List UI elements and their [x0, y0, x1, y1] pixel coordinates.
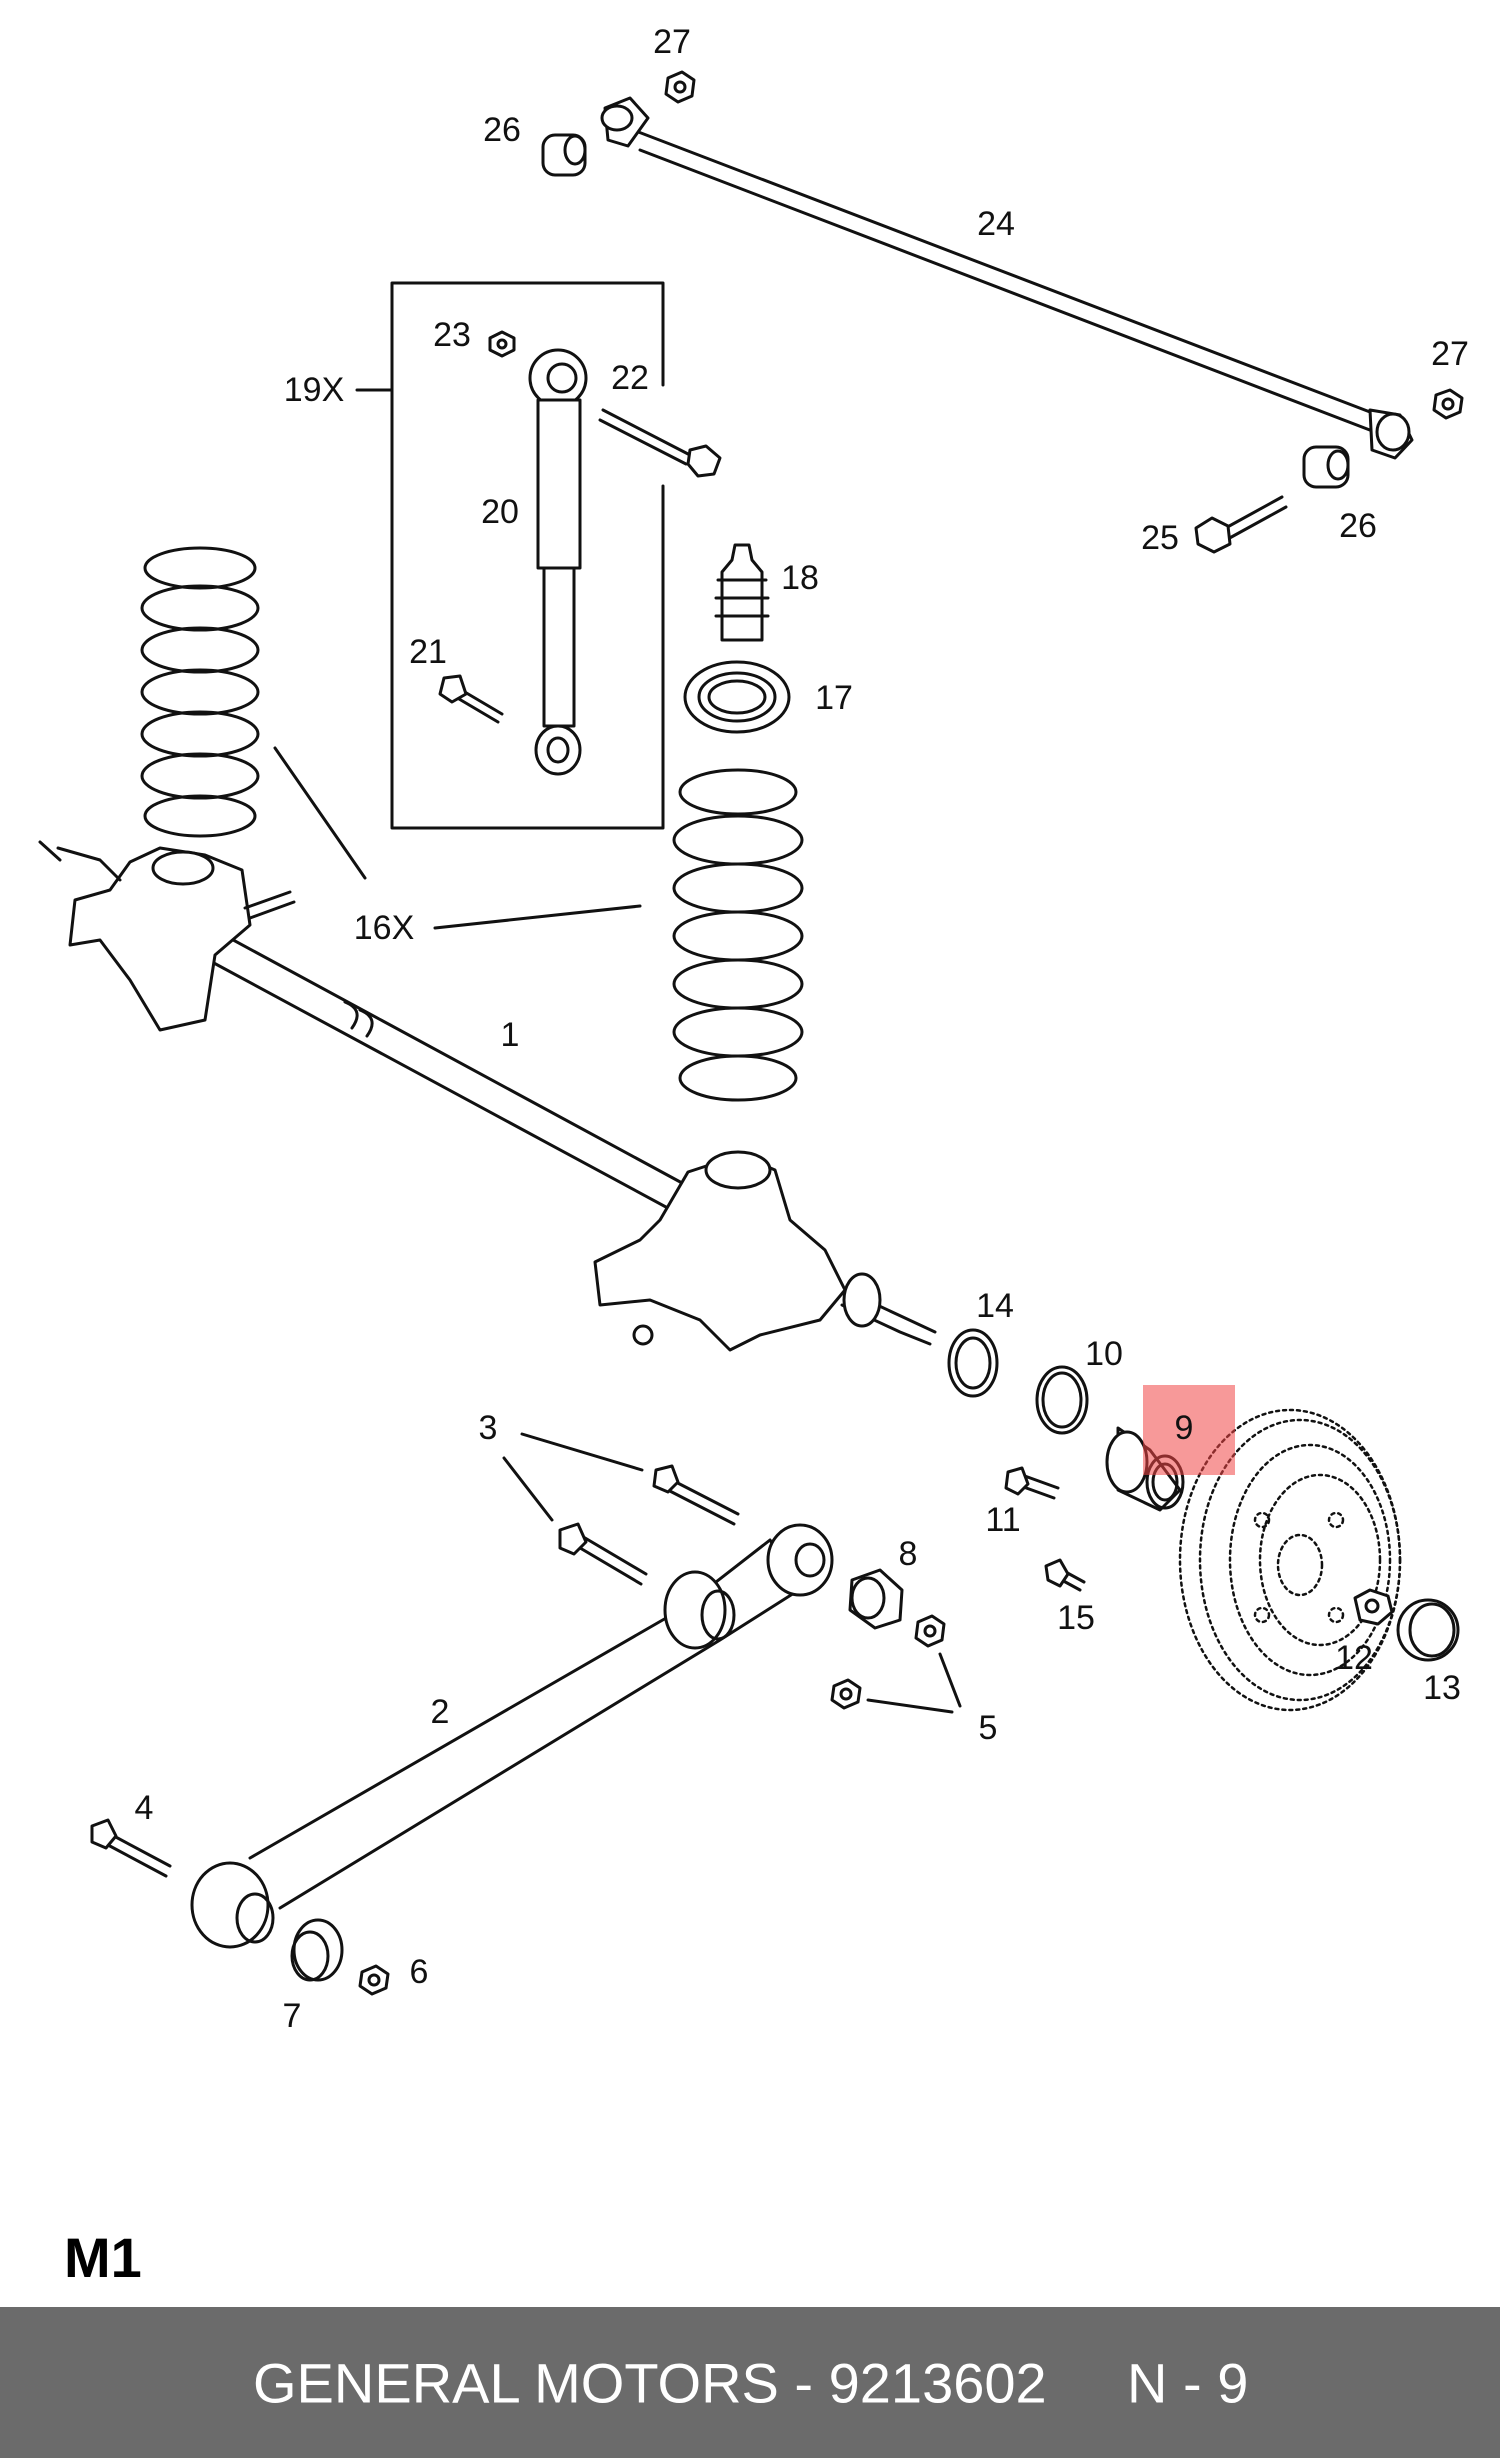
shock-kit-box	[355, 281, 665, 830]
callout-24: 24	[977, 205, 1015, 243]
nut-23	[488, 330, 516, 358]
callout-18: 18	[781, 559, 819, 597]
callout-21: 21	[409, 633, 447, 671]
highlight-part-9	[1143, 1385, 1235, 1475]
axle-beam	[38, 840, 937, 1352]
callout-1: 1	[500, 1016, 520, 1054]
callout-19x: 19X	[283, 371, 345, 409]
bolt-11	[1004, 1466, 1060, 1500]
footer-bar: GENERAL MOTORS - 9213602 N - 9	[0, 2307, 1500, 2458]
callout-23: 23	[433, 316, 471, 354]
leader-3b	[502, 1456, 554, 1522]
bump-stop-18	[714, 543, 770, 642]
bolt-3-upper	[652, 1464, 740, 1526]
bolt-22	[598, 408, 722, 478]
brake-drum	[1178, 1408, 1402, 1712]
bush-8	[848, 1568, 904, 1630]
bolt-25	[1194, 495, 1288, 554]
coil-spring-right	[672, 768, 804, 1102]
circlip-10	[1035, 1365, 1089, 1435]
nut-12	[1353, 1588, 1394, 1626]
trailing-arm	[190, 1523, 834, 1949]
callout-6: 6	[409, 1953, 429, 1991]
callout-26-top: 26	[483, 111, 521, 149]
nut-5-upper	[914, 1614, 946, 1648]
callout-14: 14	[976, 1287, 1014, 1325]
seal-14	[947, 1328, 999, 1398]
track-rod	[600, 96, 1414, 460]
nut-5-lower	[830, 1678, 862, 1710]
callout-12: 12	[1335, 1639, 1373, 1677]
bolt-21	[438, 674, 504, 724]
callout-22: 22	[611, 359, 649, 397]
bolt-15	[1044, 1558, 1086, 1592]
callout-9: 9	[1174, 1409, 1194, 1447]
nut-27-top	[664, 70, 696, 104]
bush-26-top	[541, 133, 587, 177]
callout-25: 25	[1141, 519, 1179, 557]
diagram-drawing	[38, 70, 1464, 1996]
section-code: M1	[64, 2226, 142, 2289]
callout-10: 10	[1085, 1335, 1123, 1373]
leader-16x-a	[273, 746, 367, 880]
leader-5a	[866, 1698, 954, 1714]
callout-17: 17	[815, 679, 853, 717]
nut-27-right	[1432, 388, 1464, 420]
callout-11: 11	[985, 1501, 1021, 1539]
footer-part-number: GENERAL MOTORS - 9213602	[253, 2351, 1047, 2414]
shock-absorber-20	[528, 348, 588, 776]
callout-15: 15	[1057, 1599, 1095, 1637]
callout-4: 4	[134, 1789, 154, 1827]
callout-2: 2	[430, 1693, 450, 1731]
callout-16x: 16X	[353, 909, 415, 947]
coil-spring-left	[140, 546, 260, 838]
callout-8: 8	[898, 1535, 918, 1573]
callout-27-top: 27	[653, 23, 691, 61]
callout-5: 5	[978, 1709, 998, 1747]
callout-3: 3	[478, 1409, 498, 1447]
callout-13: 13	[1423, 1669, 1461, 1707]
callout-20: 20	[481, 493, 519, 531]
spring-seat-17	[683, 660, 791, 734]
nut-6	[358, 1964, 390, 1996]
callout-27-right: 27	[1431, 335, 1469, 373]
bolt-3-lower	[558, 1522, 648, 1586]
bush-26-right	[1302, 445, 1350, 489]
footer-position: N - 9	[1127, 2351, 1249, 2414]
leader-5b	[938, 1652, 962, 1708]
leader-16x-b	[433, 904, 642, 930]
callout-26-right: 26	[1339, 507, 1377, 545]
callout-7: 7	[282, 1997, 302, 2035]
bolt-4	[90, 1818, 172, 1878]
bush-7	[290, 1918, 344, 1982]
suspension-exploded-diagram	[38, 70, 1464, 1996]
cap-13	[1396, 1598, 1460, 1662]
leader-3a	[520, 1432, 644, 1472]
